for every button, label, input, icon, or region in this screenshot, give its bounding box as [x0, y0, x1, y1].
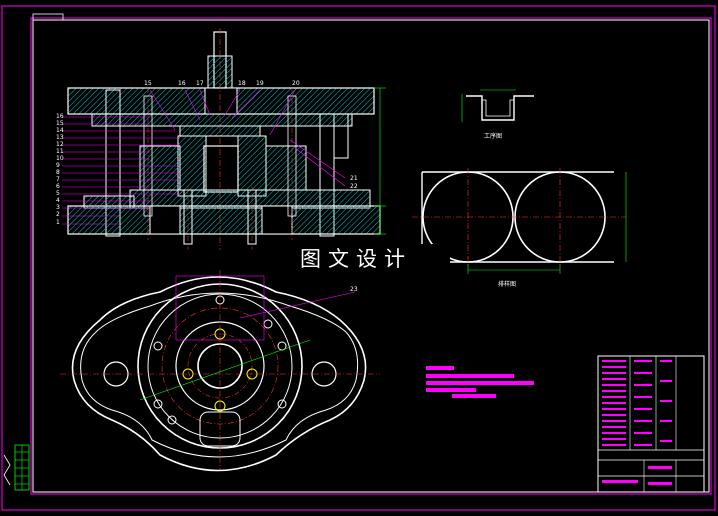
part-number: 16: [56, 113, 64, 120]
part-number: 9: [56, 162, 60, 169]
part-number-plan: 23: [350, 286, 358, 293]
margin-strip: [3, 444, 30, 491]
title-block: [597, 355, 705, 493]
lower-base: [67, 205, 381, 235]
part-number: 5: [56, 190, 60, 197]
workpiece-caption: 工序图: [484, 133, 503, 140]
part-number: 13: [56, 134, 64, 141]
part-number: 12: [56, 141, 64, 148]
part-number: 7: [56, 176, 60, 183]
strip-layout-caption: 排样图: [498, 281, 517, 288]
workpiece-view: [461, 89, 534, 122]
leader-lines: [62, 89, 346, 225]
frame-line: [32, 19, 710, 493]
inner-border: [30, 17, 712, 495]
part-number-top: 17: [196, 80, 204, 87]
corner-tag: [32, 13, 64, 21]
part-number-top: 19: [256, 80, 264, 87]
part-number-right: 22: [350, 183, 358, 190]
die-plan-view: [60, 270, 380, 472]
part-numbers-left: 16 15 14 13 12 11 10 9 8 7 6 5 4 3 2 1: [56, 113, 66, 227]
part-number: 10: [56, 155, 64, 162]
part-number: 11: [56, 148, 64, 155]
part-number-top: 18: [238, 80, 246, 87]
watermark-text: 图文设计: [292, 244, 450, 274]
part-number-top: 16: [178, 80, 186, 87]
technical-notes: [426, 366, 534, 398]
part-number: 15: [56, 120, 64, 127]
part-number: 8: [56, 169, 60, 176]
outer-border: [1, 5, 716, 511]
part-number: 4: [56, 197, 60, 204]
part-number-top: 20: [292, 80, 300, 87]
die-section-view: [67, 28, 386, 250]
flange-outline: [71, 276, 367, 472]
part-number: 2: [56, 211, 60, 218]
part-number: 6: [56, 183, 60, 190]
strip-layout-view: [412, 168, 627, 274]
part-number-top: 15: [144, 80, 152, 87]
part-number: 1: [56, 219, 60, 226]
part-number: 14: [56, 127, 64, 134]
part-number: 3: [56, 204, 60, 211]
part-number-right: 21: [350, 175, 358, 182]
